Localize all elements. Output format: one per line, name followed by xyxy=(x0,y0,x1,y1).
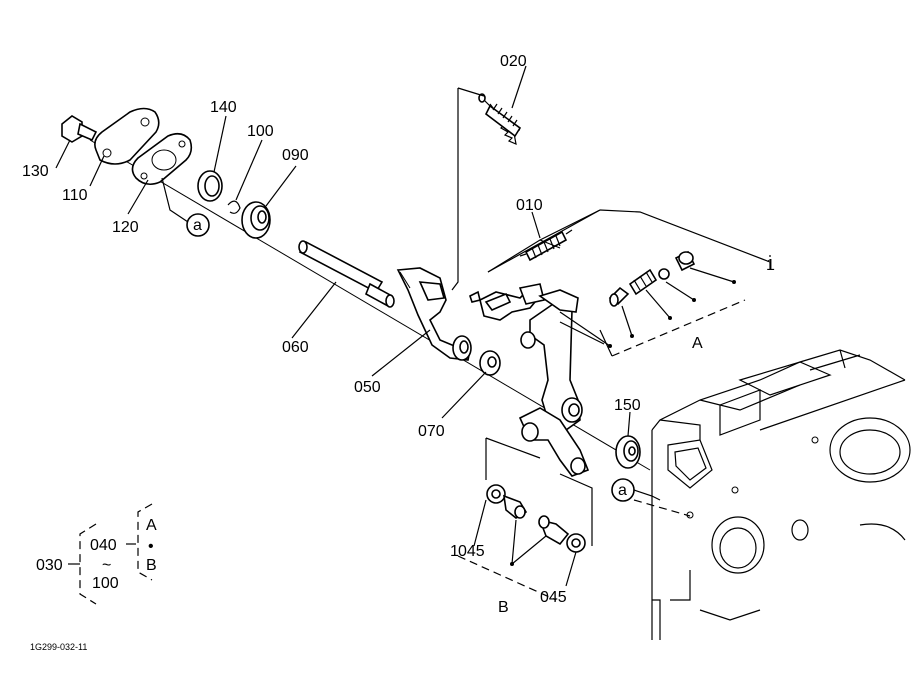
bracket-b-right xyxy=(559,473,593,546)
label-130: 130 xyxy=(22,163,49,180)
bearing-090 xyxy=(241,201,271,239)
label-040: 040 xyxy=(90,537,117,554)
label-070: 070 xyxy=(418,423,445,440)
link-assembly xyxy=(469,209,601,321)
bracket-b-left xyxy=(485,437,541,480)
label-prefix-1-bottom: 1 xyxy=(450,543,459,560)
bushing-140 xyxy=(197,170,223,202)
legend-030 xyxy=(68,503,153,605)
cover-hole xyxy=(140,117,150,127)
gasket-120 xyxy=(131,132,193,186)
ref-a-1-label: a xyxy=(193,217,202,234)
washer-070 xyxy=(479,350,501,376)
bolt-130 xyxy=(61,115,98,143)
legend-B: B xyxy=(146,557,157,574)
label-045-right: 045 xyxy=(540,589,567,606)
bracket-a-bottom xyxy=(611,299,746,357)
label-090: 090 xyxy=(282,147,309,164)
label-045-left: 045 xyxy=(458,543,485,560)
label-030: 030 xyxy=(36,557,63,574)
cover-hole xyxy=(102,148,112,158)
ref-a-2 xyxy=(611,478,691,517)
bracket-b-bottom xyxy=(457,555,557,601)
label-060: 060 xyxy=(282,339,309,356)
spring-010 xyxy=(519,229,573,262)
label-020: 020 xyxy=(500,53,527,70)
lever-050 xyxy=(396,267,472,361)
label-010: 010 xyxy=(516,197,543,214)
bracket-a-link xyxy=(487,209,601,273)
label-leaders xyxy=(55,65,631,437)
legend-bullet: • xyxy=(148,538,154,555)
label-050: 050 xyxy=(354,379,381,396)
label-prefix-1-top: 1 xyxy=(766,257,775,274)
bracket-a-top xyxy=(599,209,771,263)
lever-arm xyxy=(518,289,590,477)
leader-045a xyxy=(473,499,487,547)
group-a-parts xyxy=(608,250,696,307)
cover-110 xyxy=(94,107,160,165)
label-150: 150 xyxy=(614,397,641,414)
ref-a-2-label: a xyxy=(618,482,627,499)
label-A-group: A xyxy=(692,335,703,352)
label-100-legend: 100 xyxy=(92,575,119,592)
label-120: 120 xyxy=(112,219,139,236)
label-110: 110 xyxy=(62,187,88,204)
label-140: 140 xyxy=(210,99,237,116)
engine-block xyxy=(651,349,911,640)
bearing-150 xyxy=(615,435,641,469)
ref-a-1 xyxy=(161,177,210,237)
leader-020-top xyxy=(457,87,485,97)
leader-020 xyxy=(451,88,459,291)
snap-ring-100 xyxy=(227,200,241,214)
footer-code: 1G299-032-11 xyxy=(30,642,87,652)
legend-tilde: ~ xyxy=(102,557,111,574)
label-B-group: B xyxy=(498,599,509,616)
spring-020 xyxy=(478,93,522,145)
leader-045b xyxy=(565,551,577,587)
group-a-leaders xyxy=(559,267,736,348)
group-b-parts xyxy=(486,484,586,553)
label-100-top: 100 xyxy=(247,123,274,140)
legend-A: A xyxy=(146,517,157,534)
shaft-060 xyxy=(298,240,395,308)
